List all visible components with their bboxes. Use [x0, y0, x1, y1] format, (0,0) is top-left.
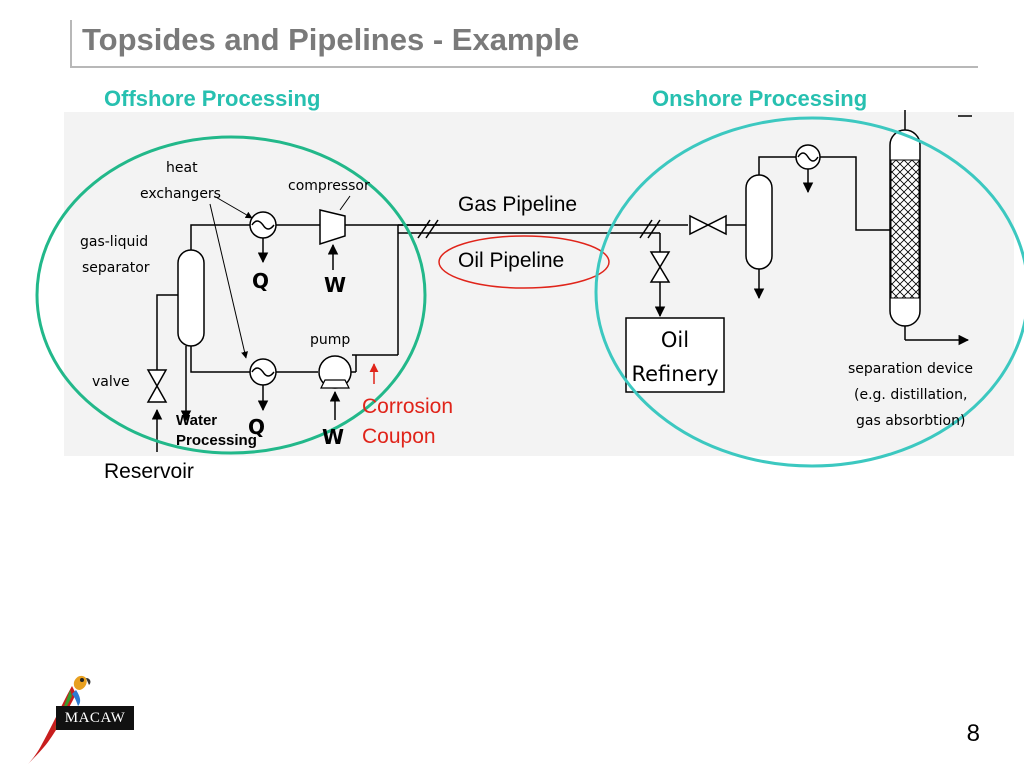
oil-refinery-box	[625, 317, 725, 393]
oil-refinery-label-line2: Refinery	[631, 362, 718, 386]
gas-valve-icon	[689, 214, 727, 236]
macaw-logo-text: MACAW	[56, 706, 134, 730]
title-divider-vertical	[70, 20, 72, 68]
w-top-label: W	[324, 273, 346, 297]
onshore-processing-label: Onshore Processing	[652, 86, 868, 111]
offshore-processing-circle	[35, 135, 427, 455]
heat-exchangers-label-line1: heat	[166, 160, 198, 176]
onshore-processing-circle	[594, 116, 1024, 468]
water-processing-line2: Processing	[176, 432, 257, 449]
reservoir-label: Reservoir	[104, 460, 194, 483]
heat-exchanger-top-icon	[249, 211, 277, 239]
valve-label: valve	[92, 374, 130, 390]
q-top-label: Q	[252, 269, 269, 293]
onshore-heat-exchanger-icon	[795, 144, 821, 170]
separation-device-label-line1: separation device	[848, 361, 973, 377]
q-bottom-label: Q	[248, 415, 265, 439]
corrosion-coupon-label: Corrosion Coupon	[362, 392, 453, 452]
heat-exchangers-label-line2: exchangers	[140, 186, 221, 202]
valve-icon	[146, 369, 168, 403]
pump-label: pump	[310, 332, 350, 348]
oil-pipeline-oval	[438, 235, 610, 289]
separation-device-label-line3: gas absorbtion)	[856, 413, 965, 429]
gas-pipeline-label: Gas Pipeline	[458, 193, 578, 216]
oil-valve-icon	[649, 251, 671, 283]
w-bottom-label: W	[322, 425, 344, 449]
onshore-separator-vessel	[745, 174, 773, 270]
pump-icon	[318, 355, 352, 389]
title-divider-horizontal	[72, 66, 978, 68]
compressor-icon	[319, 209, 346, 246]
water-processing-line1: Water	[176, 412, 218, 429]
gas-pipeline-line	[398, 219, 688, 239]
separation-device-label-line2: (e.g. distillation,	[854, 387, 967, 403]
separator-label-line1: gas-liquid	[80, 234, 148, 250]
oil-pipeline-label: Oil Pipeline	[458, 249, 565, 272]
page-title: Topsides and Pipelines - Example	[82, 22, 580, 57]
water-processing-label: Water Processing	[176, 411, 257, 451]
corrosion-coupon-line2: Coupon	[362, 425, 436, 448]
offshore-processing-label: Offshore Processing	[104, 86, 321, 111]
oil-refinery-label-line1: Oil	[661, 328, 689, 352]
corrosion-coupon-line1: Corrosion	[362, 395, 454, 418]
gas-liquid-separator	[177, 249, 205, 347]
separator-label-line2: separator	[82, 260, 150, 276]
heat-exchanger-bottom-icon	[249, 358, 277, 386]
page-number: 8	[966, 720, 980, 747]
distillation-column	[889, 129, 921, 327]
compressor-label: compressor	[288, 178, 370, 194]
